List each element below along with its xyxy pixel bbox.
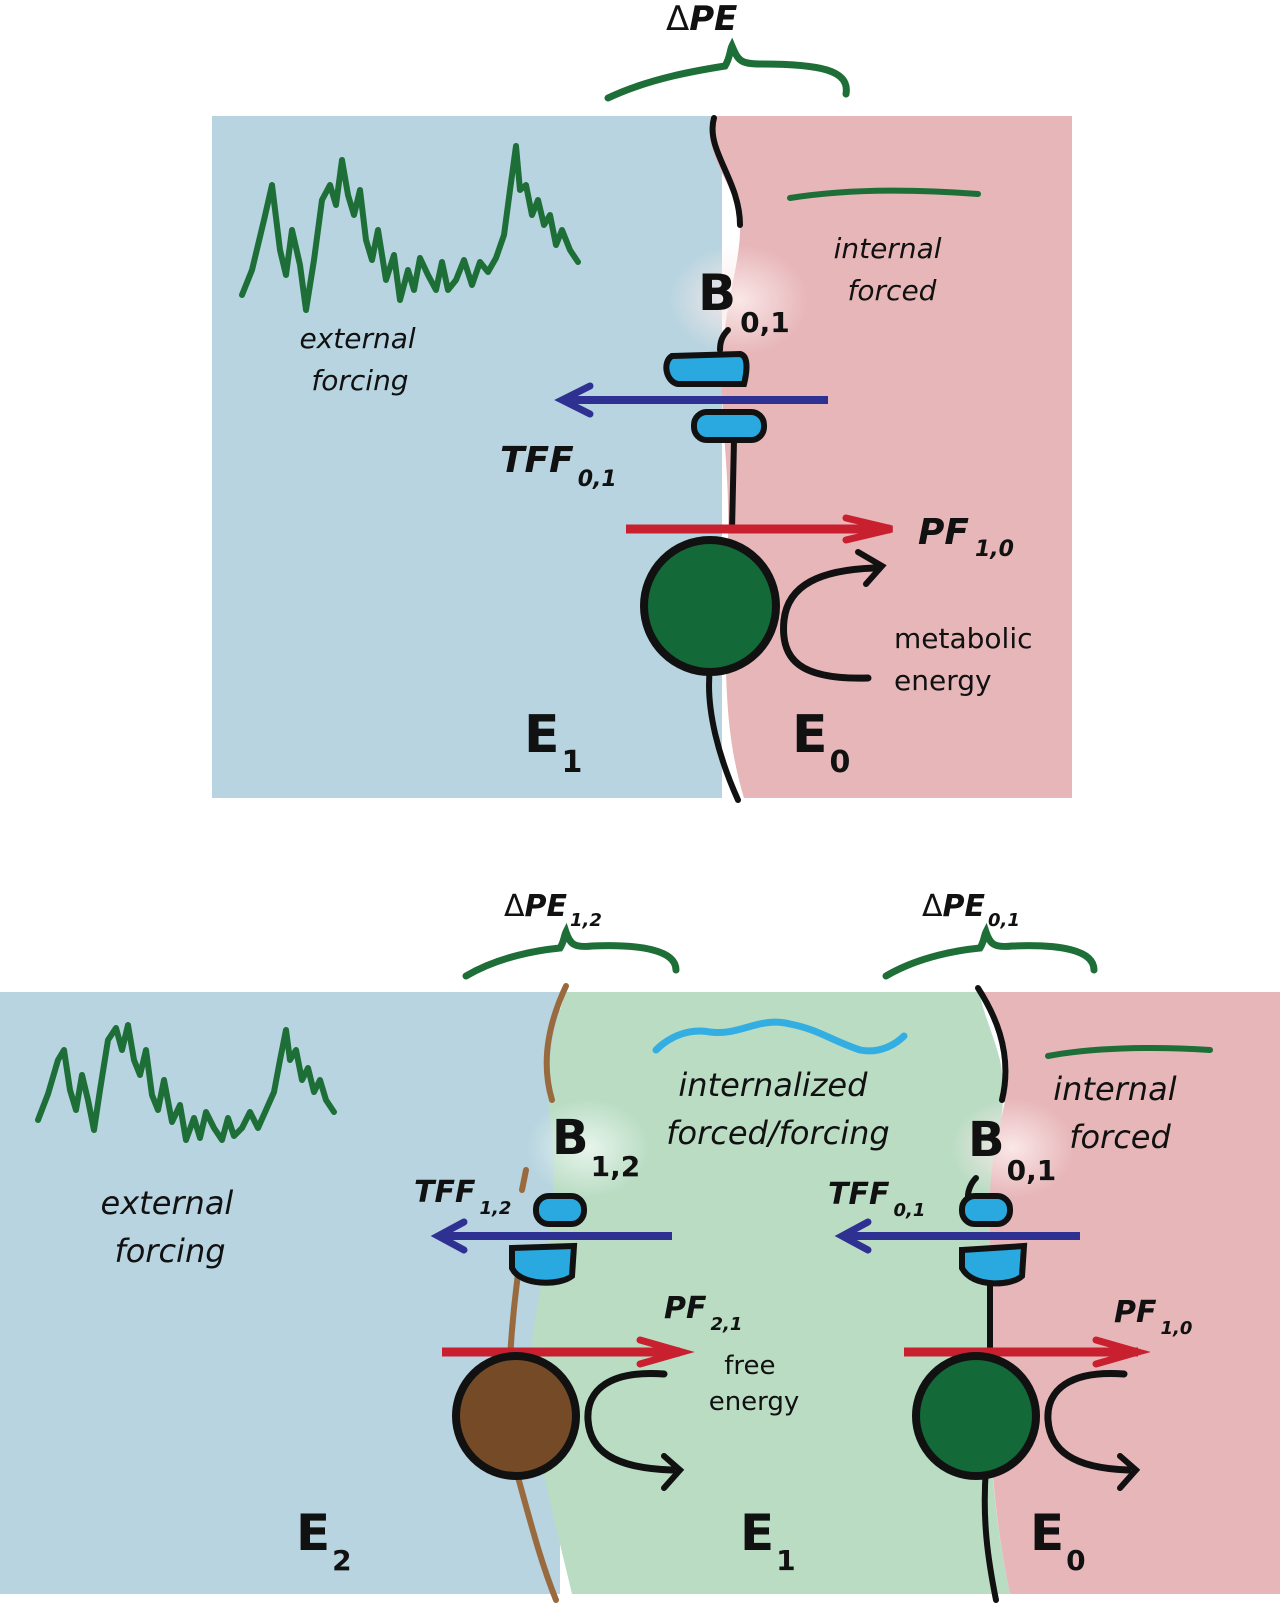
boundary-left-glow — [526, 1098, 650, 1198]
env-middle-label: E1 — [740, 1504, 796, 1577]
organism-cell-brown — [452, 1352, 580, 1480]
env-right-label: E0 — [1030, 1504, 1086, 1577]
energy-arrow-right — [1044, 1369, 1132, 1474]
boundary-label-glow — [668, 245, 808, 355]
top-panel: ΔPE external forcing internal forced B0,… — [212, 0, 1072, 803]
env-outer-region — [212, 116, 722, 798]
energy-arrowhead-right — [1117, 1453, 1141, 1491]
env-middle-region — [531, 992, 1010, 1594]
organism-cell-green — [912, 1352, 1040, 1480]
internalized-label: internalized forced/forcing — [666, 1066, 889, 1152]
pf-arrow-right — [904, 1336, 1151, 1368]
internal-forced-signal — [787, 187, 981, 201]
pf-arrow-left — [442, 1336, 695, 1368]
transporter-right-bottom — [959, 1242, 1028, 1287]
tff-arrow — [554, 382, 828, 418]
membrane-line — [709, 115, 743, 228]
delta-pe-right-brace — [882, 922, 1098, 980]
internal-forced-label: internal forced — [834, 232, 951, 307]
external-forcing-signal — [35, 1022, 337, 1143]
metabolic-energy-label: metabolic energy — [894, 622, 1041, 697]
env-outer-region — [0, 992, 560, 1594]
tff-arrow-left — [430, 1218, 672, 1254]
internal-forced-signal — [1045, 1045, 1213, 1059]
free-energy-label: free energy — [709, 1351, 800, 1417]
transporter-bottom — [691, 409, 767, 443]
transporter-right-top — [959, 1193, 1013, 1227]
external-forcing-label: external forcing — [101, 1184, 244, 1270]
free-energy-arrow — [584, 1369, 676, 1474]
boundary-right-glow — [950, 1098, 1074, 1198]
env-left-label: E2 — [296, 1504, 352, 1577]
tff-arrow-right — [834, 1218, 1080, 1254]
membrane-line — [706, 665, 741, 803]
delta-pe-label: ΔPE — [666, 0, 737, 39]
delta-pe-brace — [604, 37, 850, 102]
transporter-left-bottom — [509, 1242, 578, 1286]
membrane-line-right — [965, 985, 1009, 1603]
boundary-label: B0,1 — [698, 264, 790, 339]
membrane-line — [729, 437, 737, 533]
env-left-label: E1 — [524, 705, 582, 780]
boundary-left-label: B1,2 — [552, 1110, 640, 1183]
boundary-right-label: B0,1 — [968, 1112, 1056, 1187]
internal-forced-label: internal forced — [1053, 1070, 1187, 1156]
internalized-signal — [652, 1018, 908, 1055]
organism-cell — [640, 536, 780, 676]
free-energy-arrowhead — [661, 1453, 685, 1491]
metabolic-energy-arrow — [780, 564, 878, 682]
metabolic-energy-arrowhead — [855, 549, 887, 587]
env-inner-region — [709, 116, 1072, 798]
transporter-top — [663, 350, 750, 387]
external-forcing-label: external forcing — [299, 322, 424, 397]
membrane-line-left — [507, 983, 569, 1603]
delta-pe-left-brace — [462, 922, 680, 980]
membrane-line — [717, 327, 731, 353]
pf-arrow — [626, 514, 893, 544]
env-right-label: E0 — [792, 705, 850, 780]
transporter-left-top — [533, 1193, 587, 1227]
external-forcing-signal — [239, 143, 581, 313]
